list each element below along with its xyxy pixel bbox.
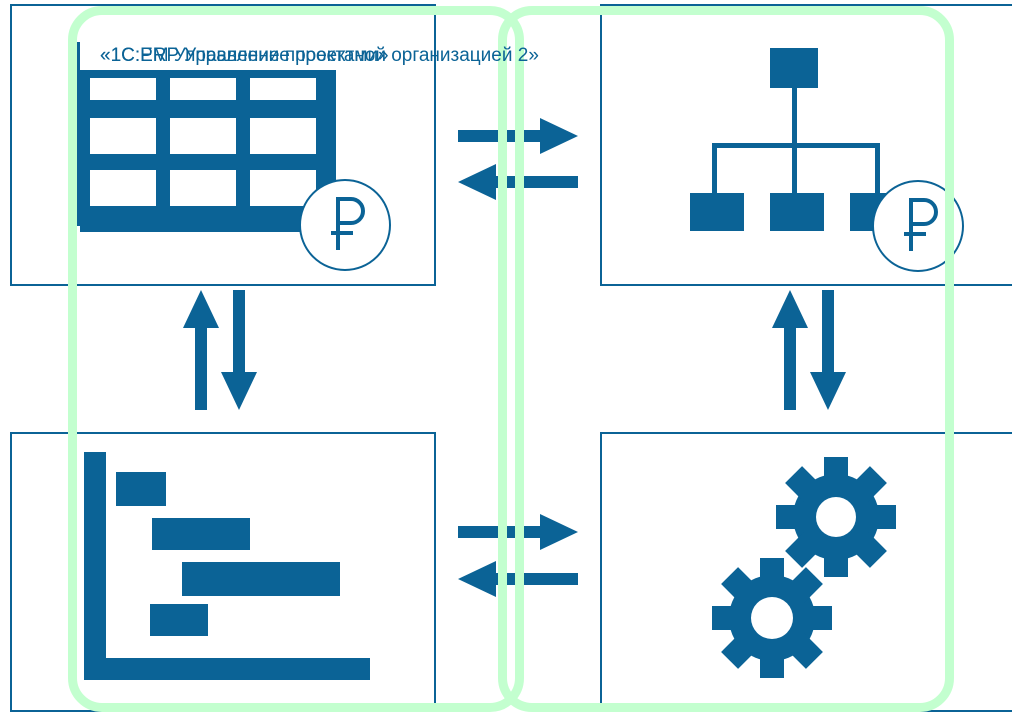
exchange-arrows-right [772,290,846,410]
pm-system-group-outline [68,6,524,712]
erp-system-group-outline [498,6,954,712]
ruble-badge-icon [872,180,964,272]
gantt-chart-icon [84,452,370,680]
erp-system-caption: «1С:ERP Управление проектной организацие… [100,45,539,66]
pm-system-caption: «1С:PM Управление проектами» [100,45,389,66]
exchange-arrows-left [183,290,257,410]
ruble-badge-icon [299,179,391,271]
gears-icon [712,457,896,678]
